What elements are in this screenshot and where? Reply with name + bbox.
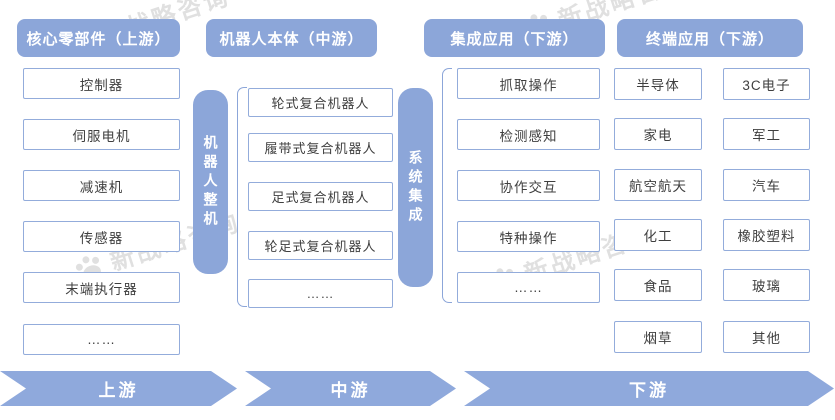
vertical-pill-system-integration: 系统集成 [398,88,433,287]
item-box-reducer: 减速机 [23,170,180,201]
item-box-wheeled-robot: 轮式复合机器人 [248,88,393,117]
item-box-aerospace: 航空航天 [614,169,702,201]
item-box-3c-electronics: 3C电子 [723,68,810,100]
item-box-detection-sensing: 检测感知 [457,119,600,150]
item-box-food: 食品 [614,269,702,301]
item-box-automobile: 汽车 [723,169,810,201]
item-box-military: 军工 [723,118,810,150]
header-core-components: 核心零部件（上游） [17,19,180,57]
item-box-special-operation: 特种操作 [457,221,600,252]
item-box-wheel-legged-robot: 轮足式复合机器人 [248,231,393,260]
item-box-glass: 玻璃 [723,269,810,301]
bracket-integrated-apps [442,68,452,303]
item-box-ellipsis: …… [457,272,600,303]
stage-arrow-downstream: 下游 [464,371,834,406]
item-box-end-effector: 末端执行器 [23,272,180,303]
item-box-ellipsis: …… [248,279,393,308]
stage-arrow-midstream: 中游 [245,371,456,406]
header-terminal-apps: 终端应用（下游） [617,19,803,57]
item-box-chemical: 化工 [614,219,702,251]
item-box-servo-motor: 伺服电机 [23,119,180,150]
item-box-tracked-robot: 履带式复合机器人 [248,133,393,162]
item-box-legged-robot: 足式复合机器人 [248,182,393,211]
item-box-collaboration: 协作交互 [457,170,600,201]
item-box-ellipsis: …… [23,324,180,355]
header-integrated-apps: 集成应用（下游） [424,19,605,57]
item-box-rubber-plastic: 橡胶塑料 [723,219,810,251]
header-robot-body: 机器人本体（中游） [206,19,377,57]
item-box-other: 其他 [723,321,810,353]
bracket-robot-body [237,87,247,307]
item-box-tobacco: 烟草 [614,321,702,353]
item-box-controller: 控制器 [23,68,180,99]
item-box-sensor: 传感器 [23,221,180,252]
item-box-grasp-operation: 抓取操作 [457,68,600,99]
stage-arrow-upstream: 上游 [0,371,237,406]
item-box-home-appliance: 家电 [614,118,702,150]
item-box-semiconductor: 半导体 [614,68,702,100]
vertical-pill-robot-complete-machine: 机器人整机 [193,90,228,274]
